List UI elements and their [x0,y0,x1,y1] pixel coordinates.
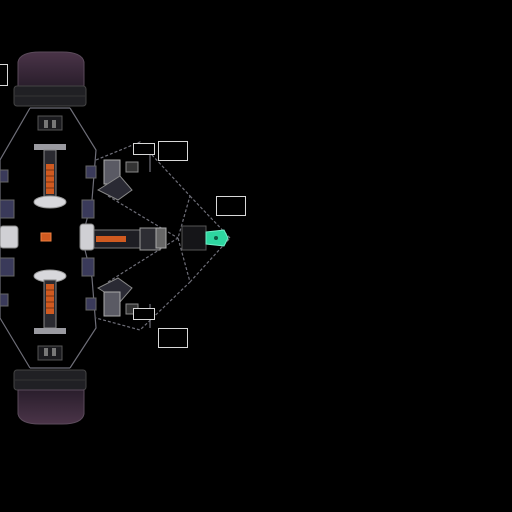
lower-reactor [33,269,67,334]
tag-lower-small [133,308,155,320]
tag-top-mid [158,141,188,161]
tag-left-edge [0,64,8,86]
lower-turret [96,277,139,317]
center-core [40,232,52,242]
lower-mount [37,345,63,361]
left-pods [0,169,19,307]
bottom-dome [13,369,87,425]
top-dome [13,51,87,107]
right-pods [79,165,97,311]
upper-mount [37,115,63,131]
upper-reactor [33,144,67,209]
upper-turret [96,159,139,201]
tag-upper-small [133,143,155,155]
tag-bottom-right [158,328,188,348]
engine-arm [93,227,167,251]
tag-right-mid [216,196,246,216]
thruster [181,225,229,251]
